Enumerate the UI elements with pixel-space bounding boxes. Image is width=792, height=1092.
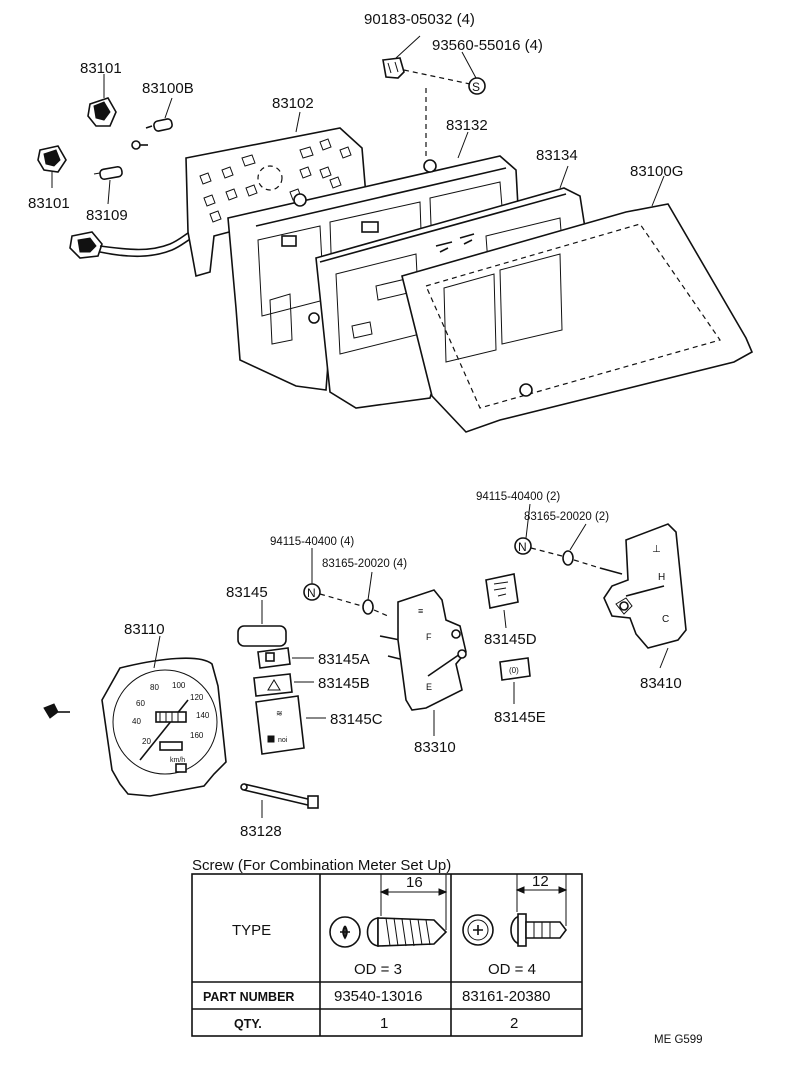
label-83145b: 83145B: [318, 675, 370, 692]
svg-text:⊥: ⊥: [652, 544, 661, 555]
label-83145a: 83145A: [318, 651, 370, 668]
lens-83145-drawing: [237, 625, 287, 647]
label-83101-lower: 83101: [28, 195, 70, 212]
clip-90183-drawing: [382, 57, 405, 79]
svg-text:(0): (0): [509, 666, 519, 675]
svg-text:≋: ≋: [276, 709, 283, 718]
label-83134: 83134: [536, 147, 578, 164]
label-83310: 83310: [414, 739, 456, 756]
fuel-gauge-83310-drawing: ≡ F E: [397, 589, 467, 711]
row-type-label: TYPE: [232, 922, 271, 939]
table-caption: Screw (For Combination Meter Set Up): [192, 857, 451, 874]
label-83109: 83109: [86, 207, 128, 224]
label-83145c: 83145C: [330, 711, 383, 728]
svg-text:H: H: [658, 572, 665, 583]
svg-text:E: E: [426, 682, 432, 692]
shaft-83128-drawing: [240, 783, 319, 809]
label-screw-mid: 94115-40400 (4): [270, 536, 354, 548]
label-83100b: 83100B: [142, 80, 194, 97]
harness-plug-drawing: [69, 227, 205, 259]
label-83110: 83110: [124, 621, 165, 638]
warning-lens-83145d-drawing: [485, 573, 519, 609]
screw-83161-drawing: [462, 874, 568, 947]
svg-text:C: C: [662, 614, 669, 625]
label-nut-top: 93560-55016 (4): [432, 37, 543, 54]
row-part-label: PART NUMBER: [203, 990, 294, 1004]
gauge-number-20: 20: [142, 737, 151, 746]
col2-od: OD = 4: [488, 961, 536, 978]
label-83100g: 83100G: [630, 163, 683, 180]
gauge-number-80: 80: [150, 683, 159, 692]
label-83128: 83128: [240, 823, 282, 840]
label-83101-top: 83101: [80, 60, 122, 77]
warning-lens-83145e-drawing: (0): [499, 657, 531, 681]
bulb-83109-drawing: [93, 165, 123, 181]
svg-text:≡: ≡: [418, 606, 423, 616]
label-screw-right: 94115-40400 (2): [476, 491, 560, 503]
screw-93540-drawing: [329, 874, 448, 948]
glass-83100g-drawing: [401, 203, 754, 433]
svg-text:F: F: [426, 632, 432, 642]
col1-od: OD = 3: [354, 961, 402, 978]
col1-qty: 1: [380, 1015, 388, 1032]
label-83132: 83132: [446, 117, 488, 134]
col2-dim: 12: [532, 873, 549, 890]
small-screw-drawing: [131, 140, 148, 150]
n-symbol-mid: N: [303, 583, 321, 601]
gauge-number-100: 100: [172, 681, 186, 690]
label-83410: 83410: [640, 675, 682, 692]
warning-lens-83145c-drawing: ≋ noi: [255, 695, 305, 755]
nut-s-symbol: S: [468, 77, 486, 95]
socket-83101-lower-drawing: [37, 145, 67, 173]
gauge-number-60: 60: [136, 699, 145, 708]
row-qty-label: QTY.: [234, 1017, 262, 1031]
gauge-number-140: 140: [196, 711, 210, 720]
col2-part: 83161-20380: [462, 988, 550, 1005]
n-symbol-right: N: [514, 537, 532, 555]
n-symbol-mid-label: N: [307, 586, 316, 600]
label-83145e: 83145E: [494, 709, 546, 726]
svg-text:noi: noi: [278, 737, 288, 744]
footer-code: ME G599: [654, 1034, 703, 1046]
bulb-83100b-drawing: [145, 118, 173, 132]
screw-table: Screw (For Combination Meter Set Up) TYP…: [191, 857, 583, 1037]
gauge-number-160: 160: [190, 731, 204, 740]
speedometer-dial-83110-drawing: 20 40 60 80 100 120 140 160 km/h: [101, 657, 227, 797]
label-83145d: 83145D: [484, 631, 537, 648]
label-83102: 83102: [272, 95, 314, 112]
warning-lens-83145a-drawing: [257, 647, 291, 669]
label-washer-mid: 83165-20020 (4): [322, 558, 407, 570]
col2-qty: 2: [510, 1015, 518, 1032]
label-screw-top: 90183-05032 (4): [364, 11, 475, 28]
bottom-assembly: N ⊥ H C (0): [43, 491, 687, 840]
warning-lens-83145b-drawing: [253, 673, 293, 697]
top-assembly: S: [28, 11, 754, 433]
col1-dim: 16: [406, 874, 423, 891]
screw-left-drawing: [43, 703, 70, 719]
temp-gauge-83410-drawing: ⊥ H C: [603, 523, 687, 649]
socket-83101-top-drawing: [87, 97, 117, 127]
n-symbol-right-label: N: [518, 540, 527, 554]
nut-symbol-label: S: [472, 80, 480, 94]
gauge-number-120: 120: [190, 693, 204, 702]
gauge-unit: km/h: [170, 757, 185, 764]
label-washer-right: 83165-20020 (2): [524, 511, 609, 523]
printed-circuit-83102-drawing: [185, 127, 367, 278]
col1-part: 93540-13016: [334, 988, 422, 1005]
gauge-number-40: 40: [132, 717, 141, 726]
label-83145: 83145: [226, 584, 268, 601]
